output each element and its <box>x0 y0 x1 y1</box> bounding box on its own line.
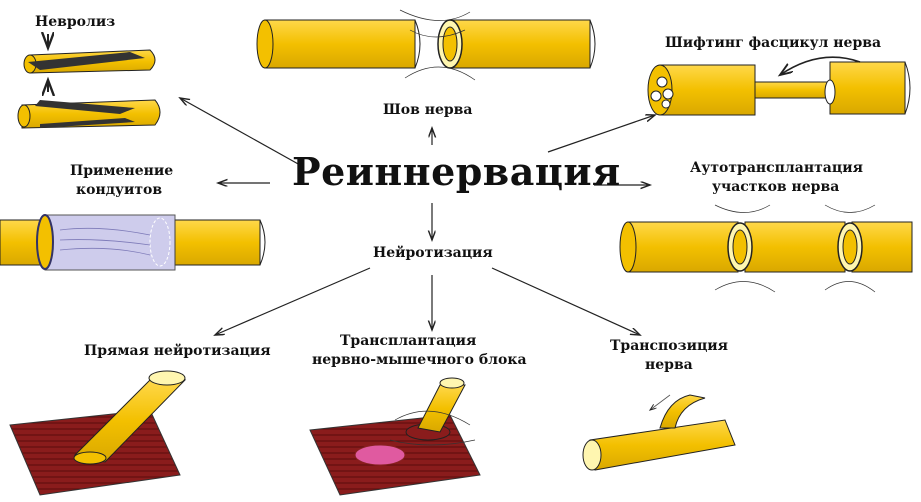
label-transposition-line2: нерва <box>645 357 693 373</box>
label-neurotization: Нейротизация <box>373 245 493 261</box>
label-conduits-line1: Применение <box>70 163 174 179</box>
conduits-illustration <box>0 214 266 271</box>
label-nerve-suture: Шов нерва <box>383 102 473 118</box>
arrow-to-direct <box>215 267 371 335</box>
label-nmb-line1: Трансплантация <box>340 333 477 349</box>
diagram-title: Реиннервация <box>292 149 621 194</box>
label-autotransplant-line1: Аутотрансплантация <box>690 160 863 176</box>
arrow-to-transposition <box>491 267 640 335</box>
transposition-illustration <box>582 394 736 471</box>
label-direct-neurotization: Прямая нейротизация <box>84 343 271 359</box>
direct-neurotization-illustration <box>9 370 187 496</box>
arrows <box>180 98 655 335</box>
nmb-transplant-illustration <box>309 377 481 496</box>
label-autotransplant-line2: участков нерва <box>712 179 840 195</box>
shifting-illustration <box>647 56 911 116</box>
arrow-to-neurolysis <box>180 98 301 166</box>
suture-illustration <box>256 9 596 81</box>
neurolysis-illustration <box>17 34 161 129</box>
arrow-to-shifting <box>547 115 655 153</box>
label-neurolysis: Невролиз <box>35 14 116 30</box>
label-transposition-line1: Транспозиция <box>610 338 729 354</box>
label-conduits-line2: кондуитов <box>76 182 163 198</box>
label-fascicle-shifting: Шифтинг фасцикул нерва <box>665 35 882 51</box>
label-nmb-line2: нервно-мышечного блока <box>312 352 527 368</box>
autotransplant-illustration <box>619 204 913 293</box>
